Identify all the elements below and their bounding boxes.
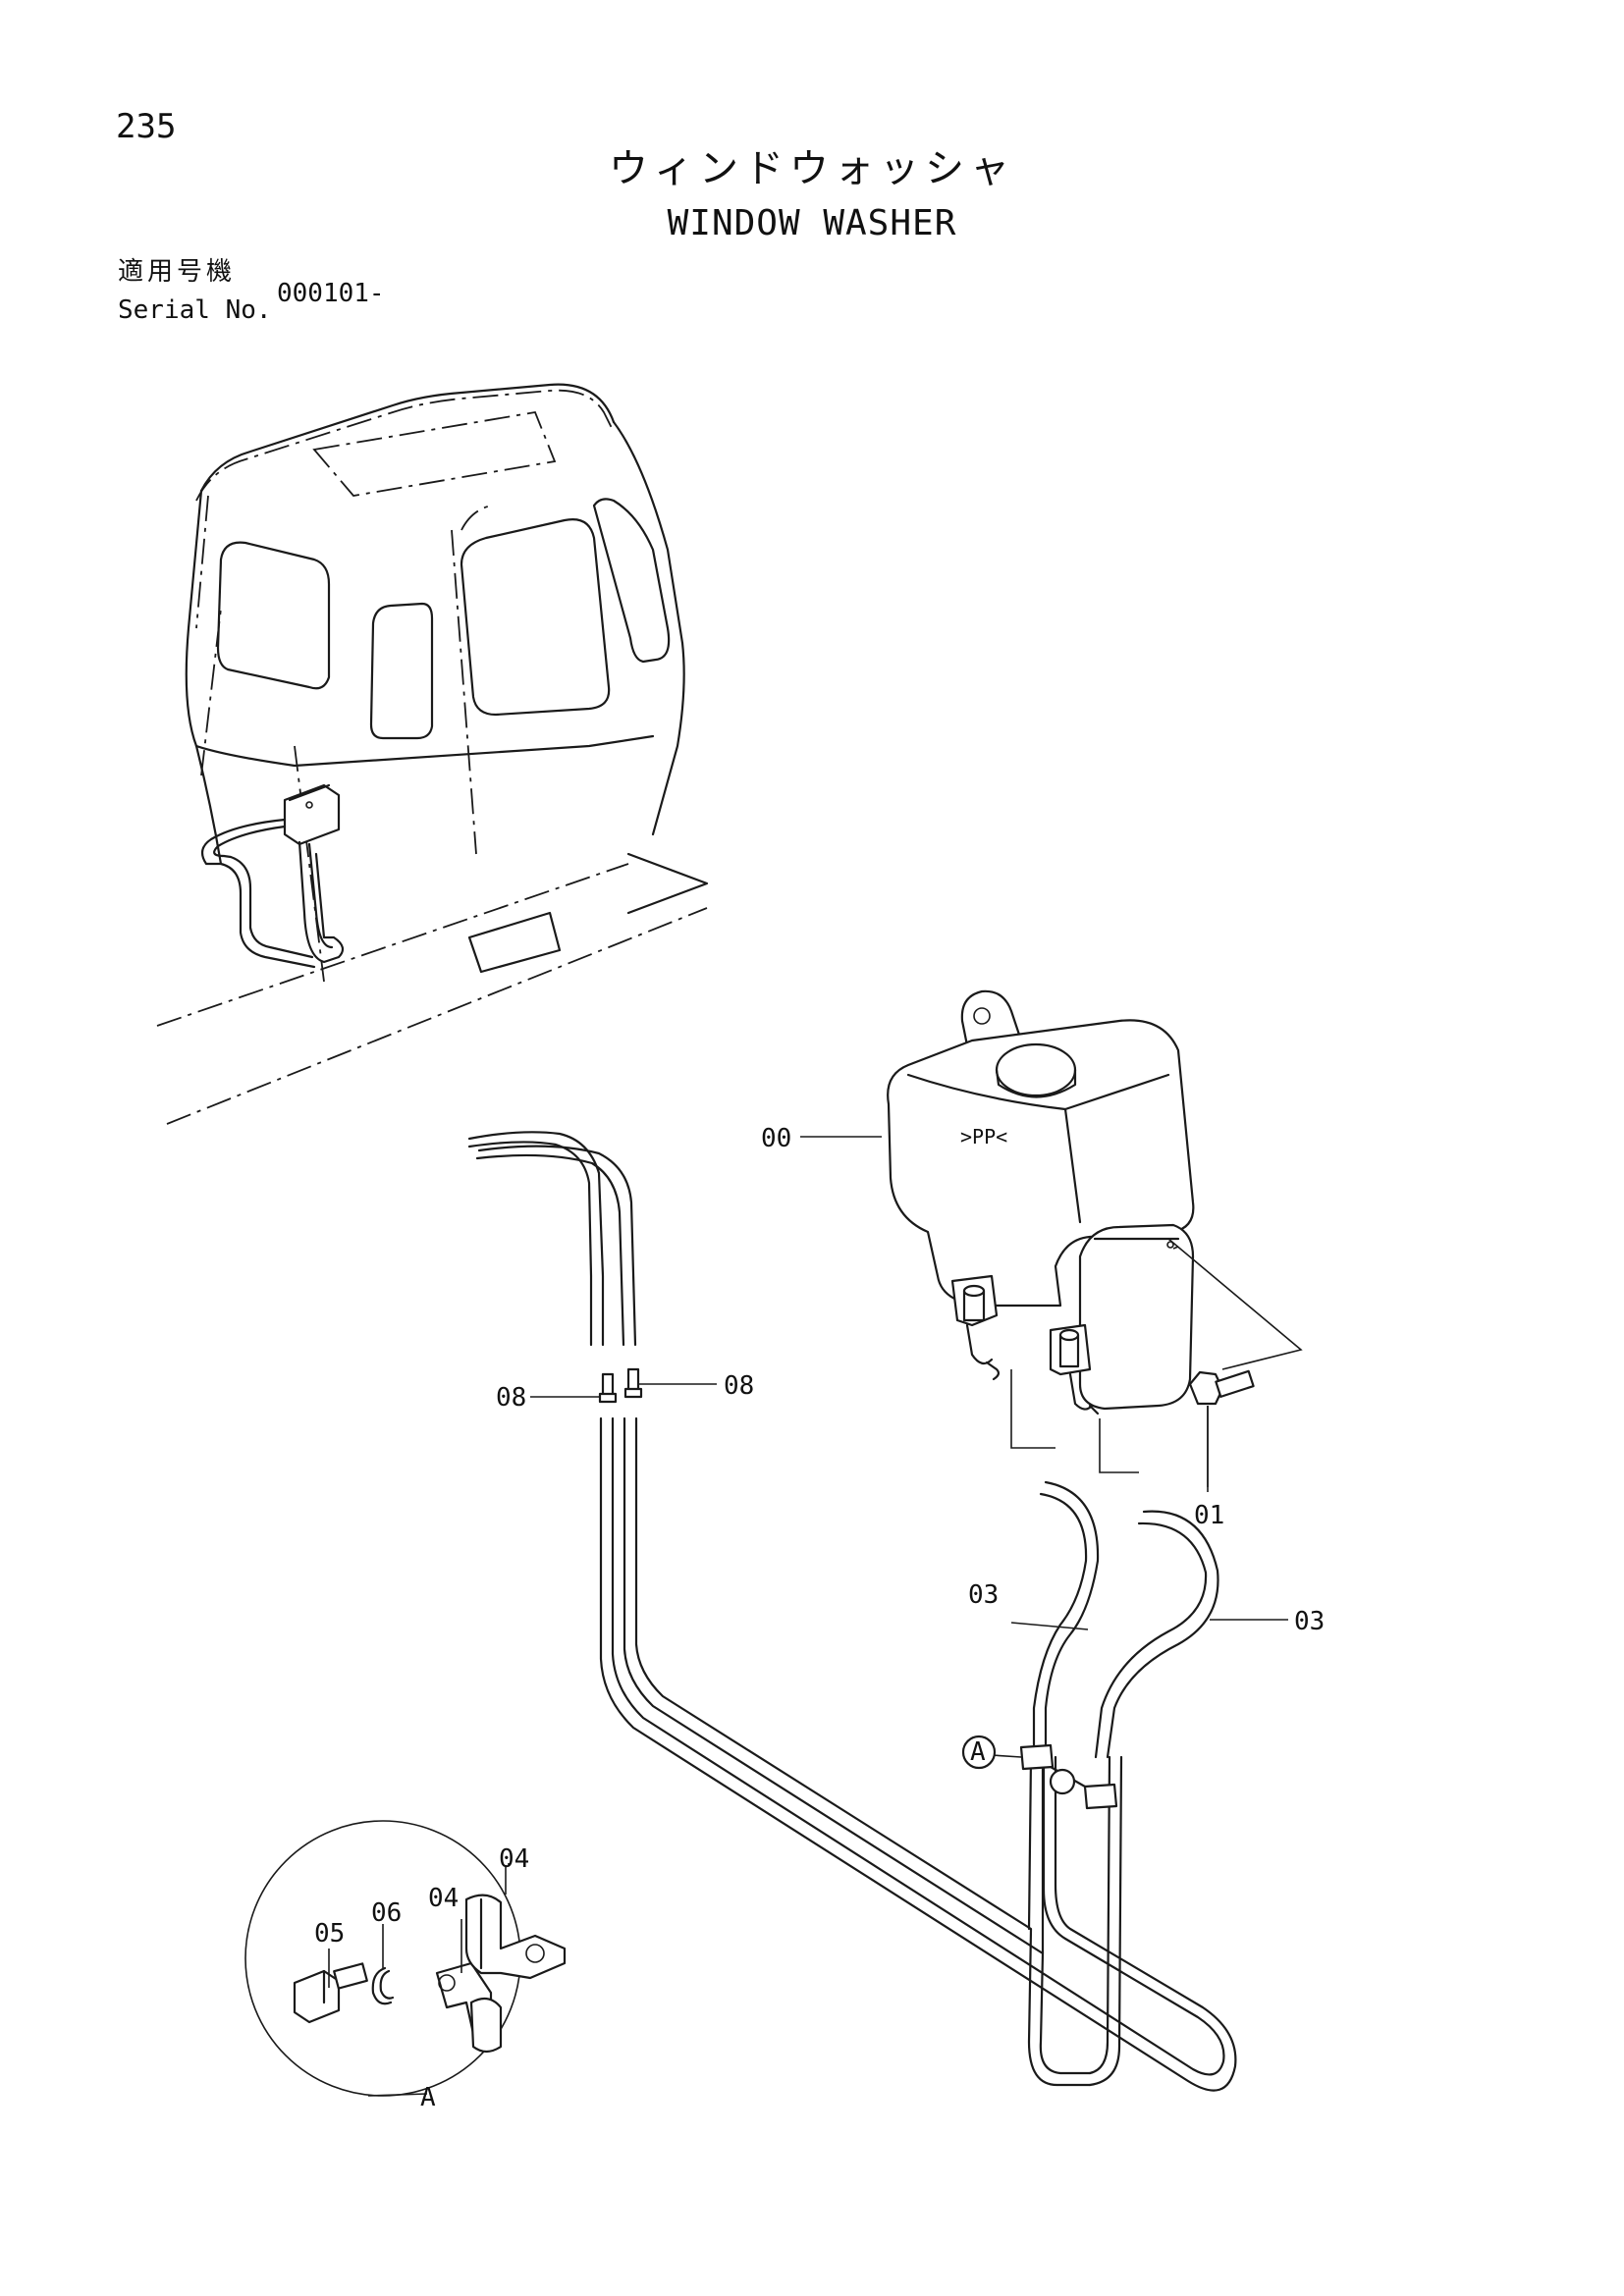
callout-detail-washer: 06 [371,1898,402,1928]
tank-material-marking: >PP< [960,1125,1007,1148]
serial-number-value: 000101- [277,279,385,308]
callout-leaders [530,1136,1288,1770]
callout-hose-right: 03 [1294,1607,1325,1636]
callout-clamp-lower: 04 [428,1884,459,1913]
callout-detail-circle: A [420,2083,436,2112]
callout-joint-right: 08 [724,1371,754,1401]
callout-detail-bolt: 05 [314,1919,345,1949]
page-number: 235 [116,107,177,146]
long-hose-assembly [467,1131,1237,2092]
callout-tank: 00 [761,1124,791,1153]
serial-label-japanese: 適用号機 [118,257,237,287]
callout-bolt: 01 [1194,1501,1224,1530]
tank-mounting-bolt [1188,1369,1255,1487]
callout-labels: 00 01 03 03 08 08 A 04 04 05 06 A [314,1124,1325,2112]
callout-hose-left: 03 [968,1580,999,1610]
page-title-japanese: ウィンドウォッシャ [609,146,1015,191]
washer-hoses [1010,1369,1219,1759]
detail-a-circle [244,1820,567,2097]
callout-detail-marker: A [970,1737,986,1767]
cab-washer-piping [200,783,345,969]
serial-label-english: Serial No. [118,295,272,325]
cab-outline [156,383,709,1125]
callout-joint-left: 08 [496,1383,526,1413]
callout-clamp-upper: 04 [499,1844,529,1874]
page-title-english: WINDOW WASHER [667,203,957,243]
washer-tank: >PP< [887,989,1303,1415]
